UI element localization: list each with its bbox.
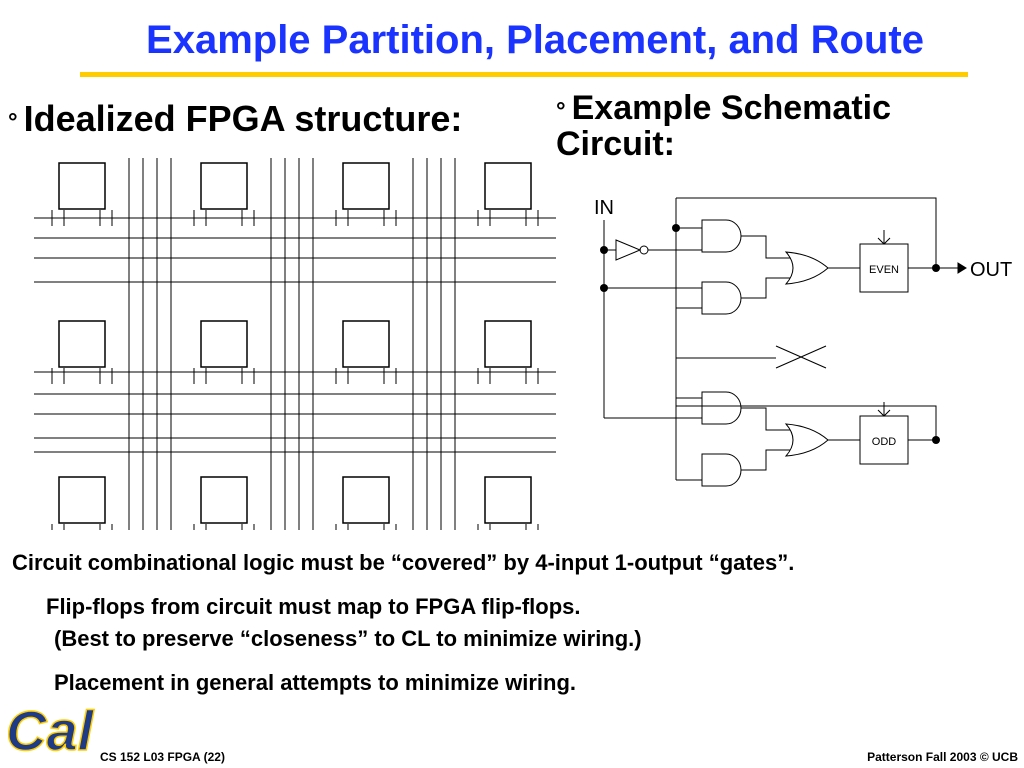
and-gate-1 [701, 219, 742, 253]
feedback-wire-left [675, 198, 937, 440]
and-gate-4 [701, 453, 742, 487]
logic-block [342, 162, 390, 210]
slide-title: Example Partition, Placement, and Route [146, 18, 924, 62]
footer-copyright: Patterson Fall 2003 © UCB [867, 750, 1018, 764]
bullet-mark: ° [556, 98, 566, 125]
logic-block [58, 162, 106, 210]
and-gate-2 [701, 281, 742, 315]
logic-block [200, 320, 248, 368]
even-ff-label: EVEN [869, 264, 899, 276]
feedback-wire-top [676, 197, 937, 268]
schematic-out-label: OUT [970, 259, 1012, 281]
inverter-gate [615, 239, 642, 261]
or-gate-2 [784, 423, 829, 457]
or-gate-1 [784, 251, 829, 285]
body-line-4: Placement in general attempts to minimiz… [54, 670, 577, 695]
logic-block [58, 320, 106, 368]
body-line-2: Flip-flops from circuit must map to FPGA… [46, 594, 581, 619]
cal-logo-text: Cal [6, 699, 95, 762]
schematic-in-label: IN [594, 197, 614, 219]
and-gate-3 [701, 391, 742, 425]
schematic-diagram: IN OUT EVEN ODD [594, 197, 1012, 487]
logic-block [484, 320, 532, 368]
title-underline [80, 72, 968, 77]
left-bullet-text: Idealized FPGA structure: [23, 98, 463, 139]
body-line-3: (Best to preserve “closeness” to CL to m… [54, 626, 642, 651]
cal-logo: Cal [5, 698, 95, 763]
logic-block [484, 476, 532, 524]
fpga-grid-diagram [34, 158, 556, 530]
odd-ff-label: ODD [872, 436, 897, 448]
logic-block [342, 320, 390, 368]
logic-block [200, 162, 248, 210]
logic-block [342, 476, 390, 524]
body-line-1: Circuit combinational logic must be “cov… [12, 550, 795, 575]
logic-block [484, 162, 532, 210]
footer-course: CS 152 L03 FPGA (22) [100, 750, 225, 764]
bullet-mark: ° [8, 109, 18, 136]
left-bullet: °Idealized FPGA structure: [8, 98, 462, 140]
logic-block [58, 476, 106, 524]
right-bullet: °Example Schematic Circuit: [556, 90, 996, 162]
right-bullet-text: Example Schematic Circuit: [556, 89, 891, 163]
logic-block [200, 476, 248, 524]
